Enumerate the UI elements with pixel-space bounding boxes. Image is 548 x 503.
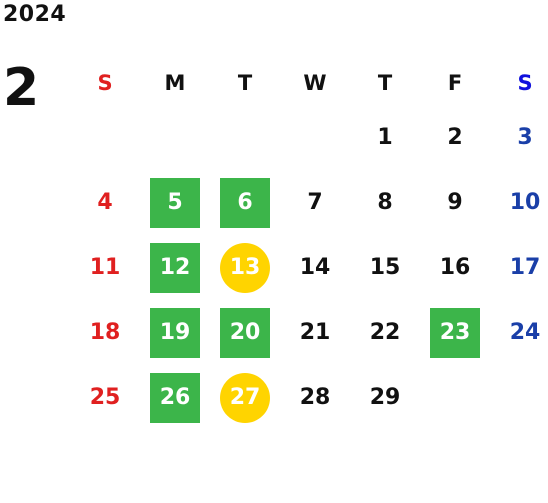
day-cell-marked: 20 [210,300,280,365]
yellow-day-marker: 27 [220,372,270,423]
weekday-header-thu: T [377,70,393,95]
weekday-header-sat: S [517,70,533,95]
day-cell: 8 [377,190,393,215]
day-cell-marked: 13 [210,235,280,300]
day-cell-marked: 5 [140,170,210,235]
green-day-marker: 26 [150,372,200,423]
day-cell: 1 [377,125,393,150]
day-cell: 18 [89,320,121,345]
day-cell-marked: 6 [210,170,280,235]
weekday-header-tue: T [237,70,253,95]
day-cell-marked: 12 [140,235,210,300]
day-cell: 4 [97,190,113,215]
day-cell: 15 [369,255,401,280]
day-cell: 28 [299,385,331,410]
day-cell: 22 [369,320,401,345]
day-cell: 17 [509,255,541,280]
yellow-day-marker: 13 [220,242,270,293]
day-cell: 29 [369,385,401,410]
day-cell: 9 [447,190,463,215]
day-cell: 3 [517,125,533,150]
green-day-marker: 20 [220,307,270,358]
day-cell [140,105,210,170]
day-cell [70,105,140,170]
weekday-header-mon: M [164,70,186,95]
day-cell: 11 [89,255,121,280]
day-cell-marked: 19 [140,300,210,365]
day-cell-marked: 27 [210,365,280,430]
day-cell [420,365,490,430]
day-cell: 21 [299,320,331,345]
weekday-header-wed: W [303,70,327,95]
calendar-grid: S M T W T F S 1 2 3 4 5 6 7 8 9 10 11 12… [70,60,548,430]
weekday-header-sun: S [97,70,113,95]
month-label: 2 [3,58,40,118]
day-cell: 14 [299,255,331,280]
day-cell-marked: 23 [420,300,490,365]
green-day-marker: 19 [150,307,200,358]
day-cell: 24 [509,320,541,345]
year-label: 2024 [3,2,67,27]
day-cell: 7 [307,190,323,215]
day-cell [490,365,548,430]
weekday-header-fri: F [447,70,463,95]
day-cell [210,105,280,170]
green-day-marker: 12 [150,242,200,293]
green-day-marker: 6 [220,177,270,228]
green-day-marker: 23 [430,307,480,358]
green-day-marker: 5 [150,177,200,228]
day-cell: 16 [439,255,471,280]
day-cell [280,105,350,170]
day-cell: 10 [509,190,541,215]
day-cell: 2 [447,125,463,150]
day-cell: 25 [89,385,121,410]
day-cell-marked: 26 [140,365,210,430]
